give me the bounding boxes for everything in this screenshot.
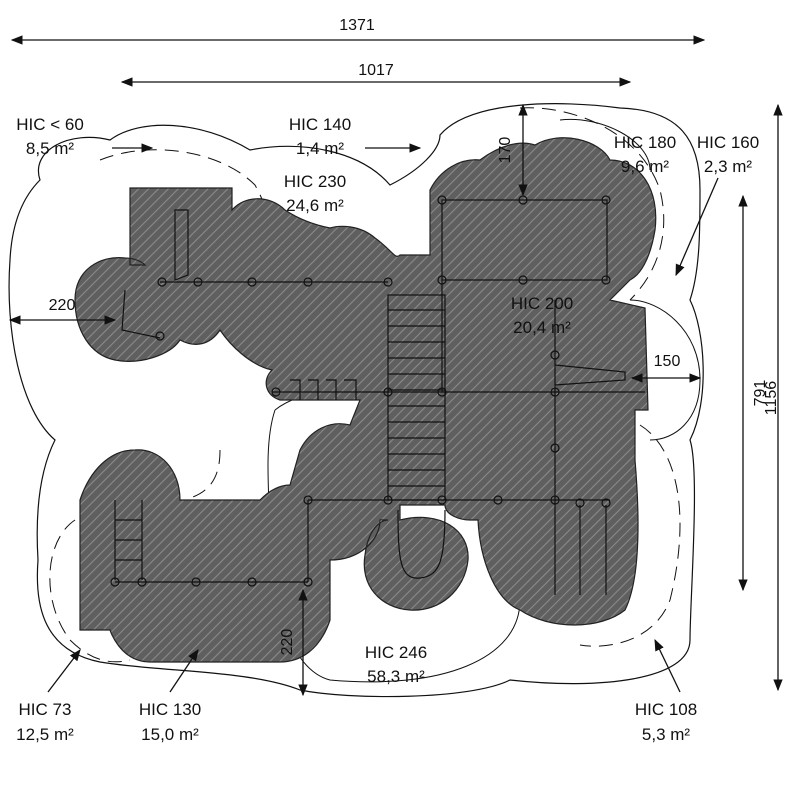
zone-hic: HIC 200 — [511, 294, 573, 313]
zone-area: 58,3 m² — [367, 667, 425, 686]
zone-hic: HIC 130 — [139, 700, 201, 719]
zone-label: HIC 140 1,4 m² — [289, 115, 351, 158]
zone-area: 1,4 m² — [296, 139, 345, 158]
zone-label: HIC 130 15,0 m² — [139, 700, 201, 744]
left-clearance-label: 220 — [49, 297, 76, 314]
right-clearance-label: 150 — [654, 353, 681, 370]
zone-hic: HIC 230 — [284, 172, 346, 191]
zone-area: 2,3 m² — [704, 157, 753, 176]
zone-hic: HIC 73 — [19, 700, 72, 719]
zone-label: HIC 160 2,3 m² — [697, 133, 759, 176]
post-markers — [110, 195, 611, 587]
zone-label: HIC 73 12,5 m² — [16, 700, 74, 744]
dimension-lines — [8, 35, 783, 697]
zone-area: 24,6 m² — [286, 196, 344, 215]
leader-arrows — [47, 143, 719, 693]
zone-hic: HIC < 60 — [16, 115, 84, 134]
zone-label: HIC 180 9,6 m² — [614, 133, 676, 176]
equipment-footprint — [74, 137, 657, 663]
zone-label: HIC 230 24,6 m² — [284, 172, 346, 215]
zone-label: HIC < 60 8,5 m² — [16, 115, 84, 158]
zone-area: 12,5 m² — [16, 725, 74, 744]
top-clearance-label: 170 — [497, 137, 514, 164]
zone-area: 9,6 m² — [621, 157, 670, 176]
zone-hic: HIC 140 — [289, 115, 351, 134]
frame-lines — [115, 199, 645, 595]
zone-label: HIC 200 20,4 m² — [511, 294, 573, 337]
zone-label: HIC 108 5,3 m² — [635, 700, 697, 744]
inner-width-label: 1017 — [358, 62, 394, 79]
zone-area: 5,3 m² — [642, 725, 691, 744]
zone-area: 20,4 m² — [513, 318, 571, 337]
zone-label: HIC 246 58,3 m² — [365, 643, 427, 686]
zone-hic: HIC 180 — [614, 133, 676, 152]
zone-area: 15,0 m² — [141, 725, 199, 744]
zone-hic: HIC 246 — [365, 643, 427, 662]
inner-height-label: 791 — [752, 380, 769, 407]
bottom-clearance-label: 220 — [279, 629, 296, 656]
zone-hic: HIC 160 — [697, 133, 759, 152]
overall-width-label: 1371 — [339, 17, 375, 34]
zone-hic: HIC 108 — [635, 700, 697, 719]
overall-height-label: 1156 — [763, 381, 780, 416]
zone-area: 8,5 m² — [26, 139, 75, 158]
